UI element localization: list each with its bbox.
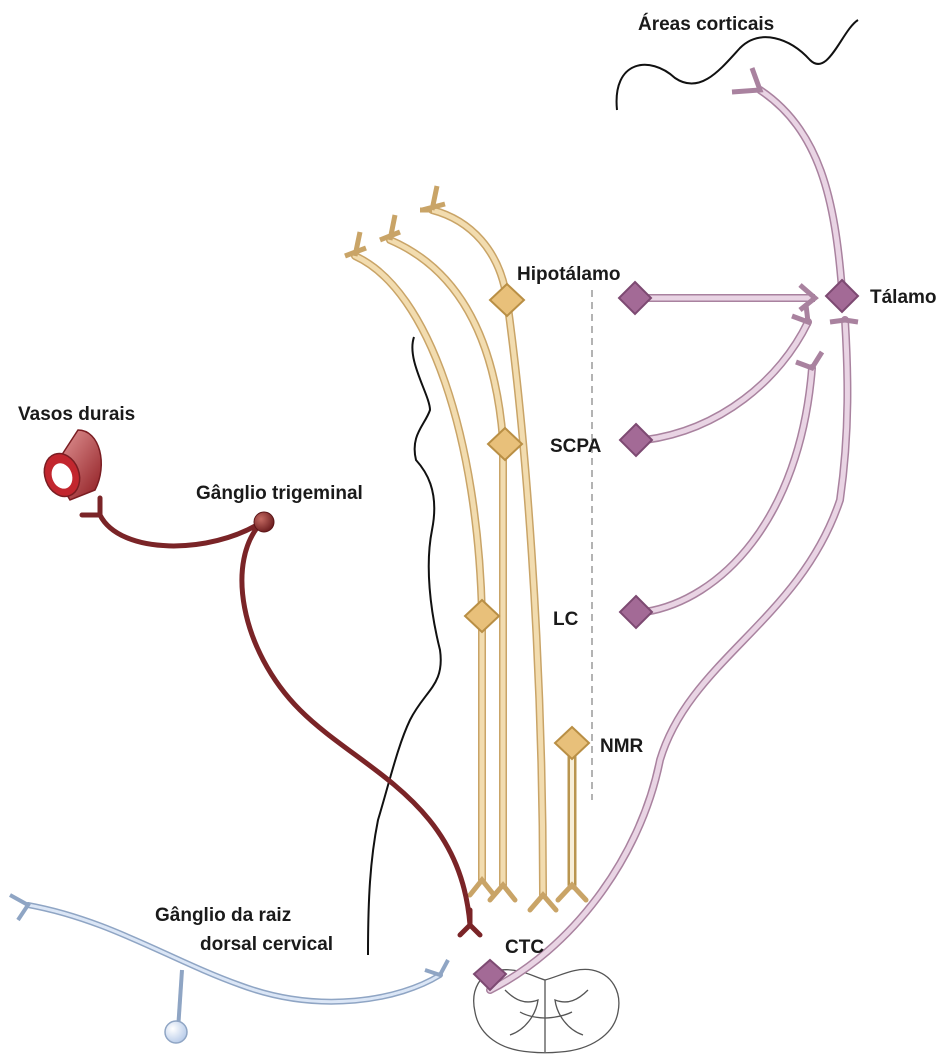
thalamocortical-fiber (732, 68, 842, 290)
cervical-drg-node (165, 1021, 187, 1043)
label-ctc: CTC (505, 937, 544, 958)
nmr-node (555, 727, 589, 759)
scpa-projection-node (620, 424, 652, 456)
label-vasos-durais: Vasos durais (18, 404, 135, 425)
dural-vessel-icon (39, 430, 102, 501)
hypothalamus-thalamus-fiber (640, 285, 815, 310)
trigeminal-ganglion-node (254, 512, 274, 532)
hypothalamus-projection-node (619, 282, 651, 314)
label-nmr: NMR (600, 736, 644, 757)
brainstem-outline (368, 337, 441, 955)
label-ganglio-raiz-line1: Gânglio da raiz (155, 905, 291, 926)
lc-thalamus-fiber (645, 352, 822, 612)
label-ganglio-trigeminal: Gânglio trigeminal (196, 483, 363, 504)
label-hipotalamo: Hipotálamo (517, 264, 620, 285)
label-areas-corticais: Áreas corticais (638, 13, 774, 35)
label-lc: LC (553, 609, 579, 630)
label-scpa: SCPA (550, 436, 602, 457)
lc-descending-fiber (345, 232, 482, 880)
label-ganglio-raiz-line2: dorsal cervical (200, 934, 333, 955)
lc-projection-node (620, 596, 652, 628)
thalamus-node (826, 280, 858, 312)
trigeminal-fiber (82, 498, 480, 935)
hypothalamus-node (490, 284, 524, 316)
label-talamo: Tálamo (870, 287, 937, 308)
purple-nuclei (474, 280, 858, 990)
scpa-thalamus-fiber (645, 305, 808, 440)
scpa-node (488, 428, 522, 460)
lc-node (465, 600, 499, 632)
